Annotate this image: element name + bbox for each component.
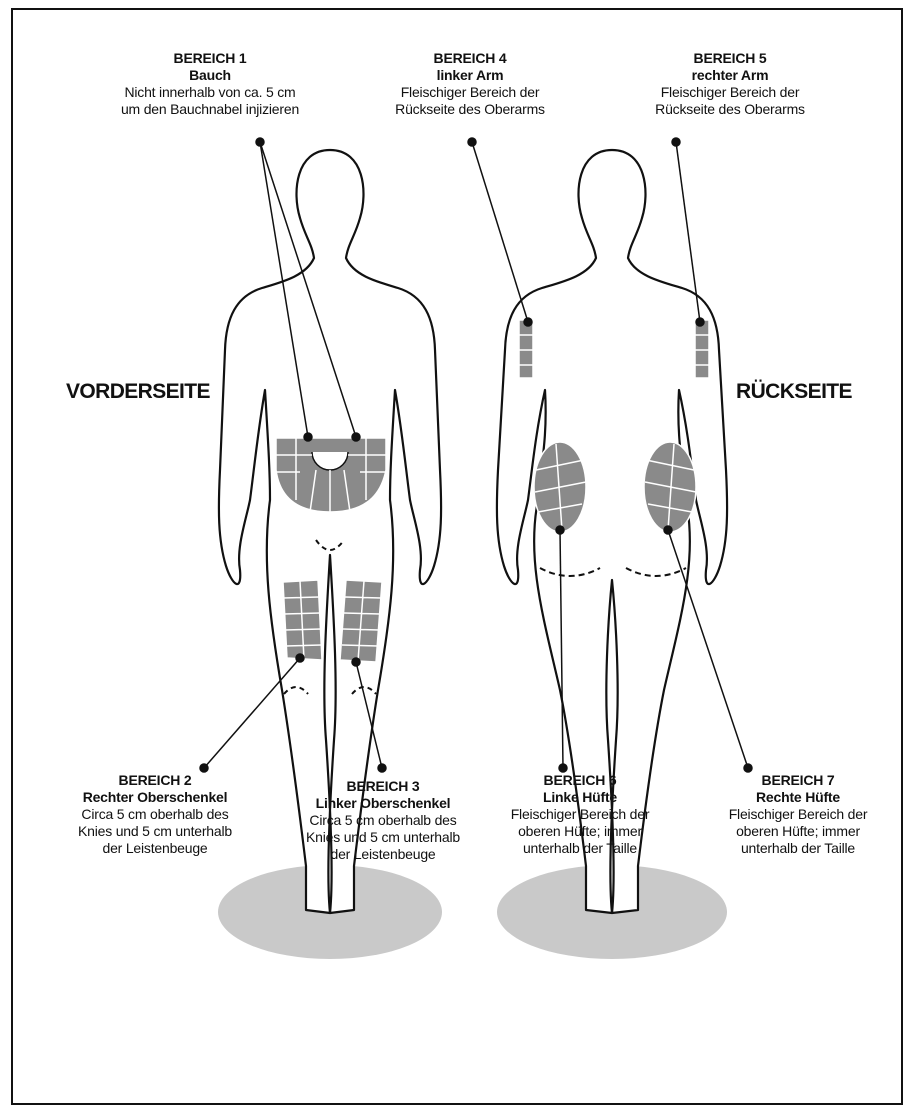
area-3-name: Linker Oberschenkel	[268, 795, 498, 812]
area-2-desc-2: Knies und 5 cm unterhalb	[40, 823, 270, 840]
area-6-desc-2: oberen Hüfte; immer	[480, 823, 680, 840]
area-3-desc-1: Circa 5 cm oberhalb des	[268, 812, 498, 829]
area-2-label: BEREICH 2 Rechter Oberschenkel Circa 5 c…	[40, 772, 270, 857]
area-5-desc-2: Rückseite des Oberarms	[620, 101, 840, 118]
zone-6-left-hip	[534, 442, 586, 532]
area-3-title: BEREICH 3	[268, 778, 498, 795]
zone-3-left-thigh	[340, 580, 382, 662]
area-7-label: BEREICH 7 Rechte Hüfte Fleischiger Berei…	[700, 772, 896, 857]
area-6-desc-1: Fleischiger Bereich der	[480, 806, 680, 823]
zone-1-abdomen	[276, 438, 386, 512]
area-3-label: BEREICH 3 Linker Oberschenkel Circa 5 cm…	[268, 778, 498, 863]
zone-5-right-arm	[695, 320, 709, 378]
area-1-desc-2: um den Bauchnabel injizieren	[70, 101, 350, 118]
area-1-label: BEREICH 1 Bauch Nicht innerhalb von ca. …	[70, 50, 350, 118]
area-6-label: BEREICH 6 Linke Hüfte Fleischiger Bereic…	[480, 772, 680, 857]
area-4-name: linker Arm	[360, 67, 580, 84]
area-5-title: BEREICH 5	[620, 50, 840, 67]
zone-2-right-thigh	[283, 580, 322, 660]
area-1-desc-1: Nicht innerhalb von ca. 5 cm	[70, 84, 350, 101]
area-2-desc-3: der Leistenbeuge	[40, 840, 270, 857]
area-7-desc-3: unterhalb der Taille	[700, 840, 896, 857]
area-7-name: Rechte Hüfte	[700, 789, 896, 806]
area-7-title: BEREICH 7	[700, 772, 896, 789]
area-1-name: Bauch	[70, 67, 350, 84]
area-4-label: BEREICH 4 linker Arm Fleischiger Bereich…	[360, 50, 580, 118]
area-5-name: rechter Arm	[620, 67, 840, 84]
area-4-desc-2: Rückseite des Oberarms	[360, 101, 580, 118]
area-3-desc-3: der Leistenbeuge	[268, 846, 498, 863]
area-4-desc-1: Fleischiger Bereich der	[360, 84, 580, 101]
area-7-desc-2: oberen Hüfte; immer	[700, 823, 896, 840]
area-6-desc-3: unterhalb der Taille	[480, 840, 680, 857]
front-side-heading: VORDERSEITE	[66, 380, 210, 404]
area-2-name: Rechter Oberschenkel	[40, 789, 270, 806]
area-4-title: BEREICH 4	[360, 50, 580, 67]
area-6-name: Linke Hüfte	[480, 789, 680, 806]
area-5-desc-1: Fleischiger Bereich der	[620, 84, 840, 101]
area-6-title: BEREICH 6	[480, 772, 680, 789]
area-5-label: BEREICH 5 rechter Arm Fleischiger Bereic…	[620, 50, 840, 118]
area-3-desc-2: Knies und 5 cm unterhalb	[268, 829, 498, 846]
area-7-desc-1: Fleischiger Bereich der	[700, 806, 896, 823]
zone-7-right-hip	[644, 442, 696, 532]
back-side-heading: RÜCKSEITE	[736, 380, 852, 404]
zone-4-left-arm	[519, 320, 533, 378]
area-2-desc-1: Circa 5 cm oberhalb des	[40, 806, 270, 823]
area-1-title: BEREICH 1	[70, 50, 350, 67]
area-2-title: BEREICH 2	[40, 772, 270, 789]
